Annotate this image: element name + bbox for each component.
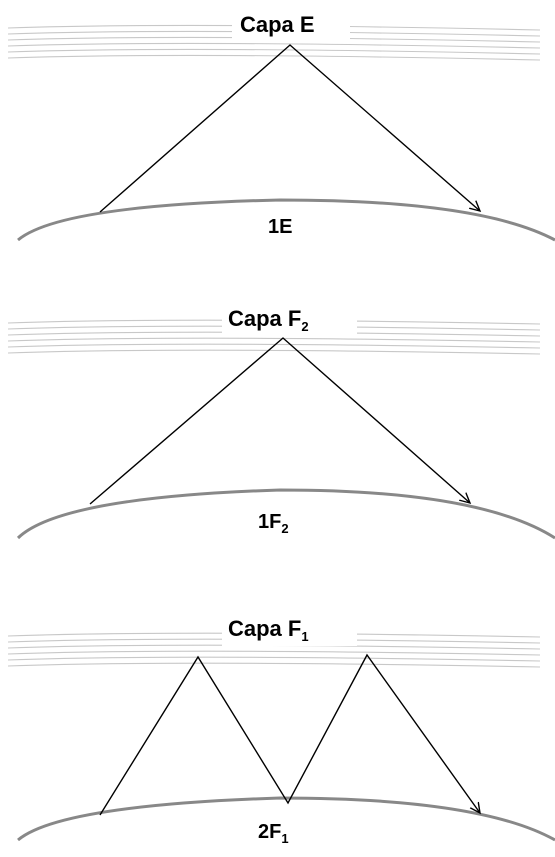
layer-label: Capa F2 [228,306,309,334]
ionosphere-layer-hatch [7,24,541,61]
mode-label: 1E [268,216,292,238]
mode-label: 2F1 [258,821,289,846]
ray-path [99,44,480,213]
earth-surface [17,796,555,842]
ray-path [99,653,480,816]
layer-label: Capa E [240,12,315,37]
panel-1e: Capa E 1E [7,8,555,242]
panel-2f1: Capa F1 2F1 [7,612,555,846]
panel-1f2: Capa F2 1F2 [7,302,555,540]
mode-label: 1F2 [258,511,289,536]
ray-path [89,337,470,505]
earth-surface [17,198,555,242]
layer-label: Capa F1 [228,616,309,644]
earth-surface [16,488,555,540]
